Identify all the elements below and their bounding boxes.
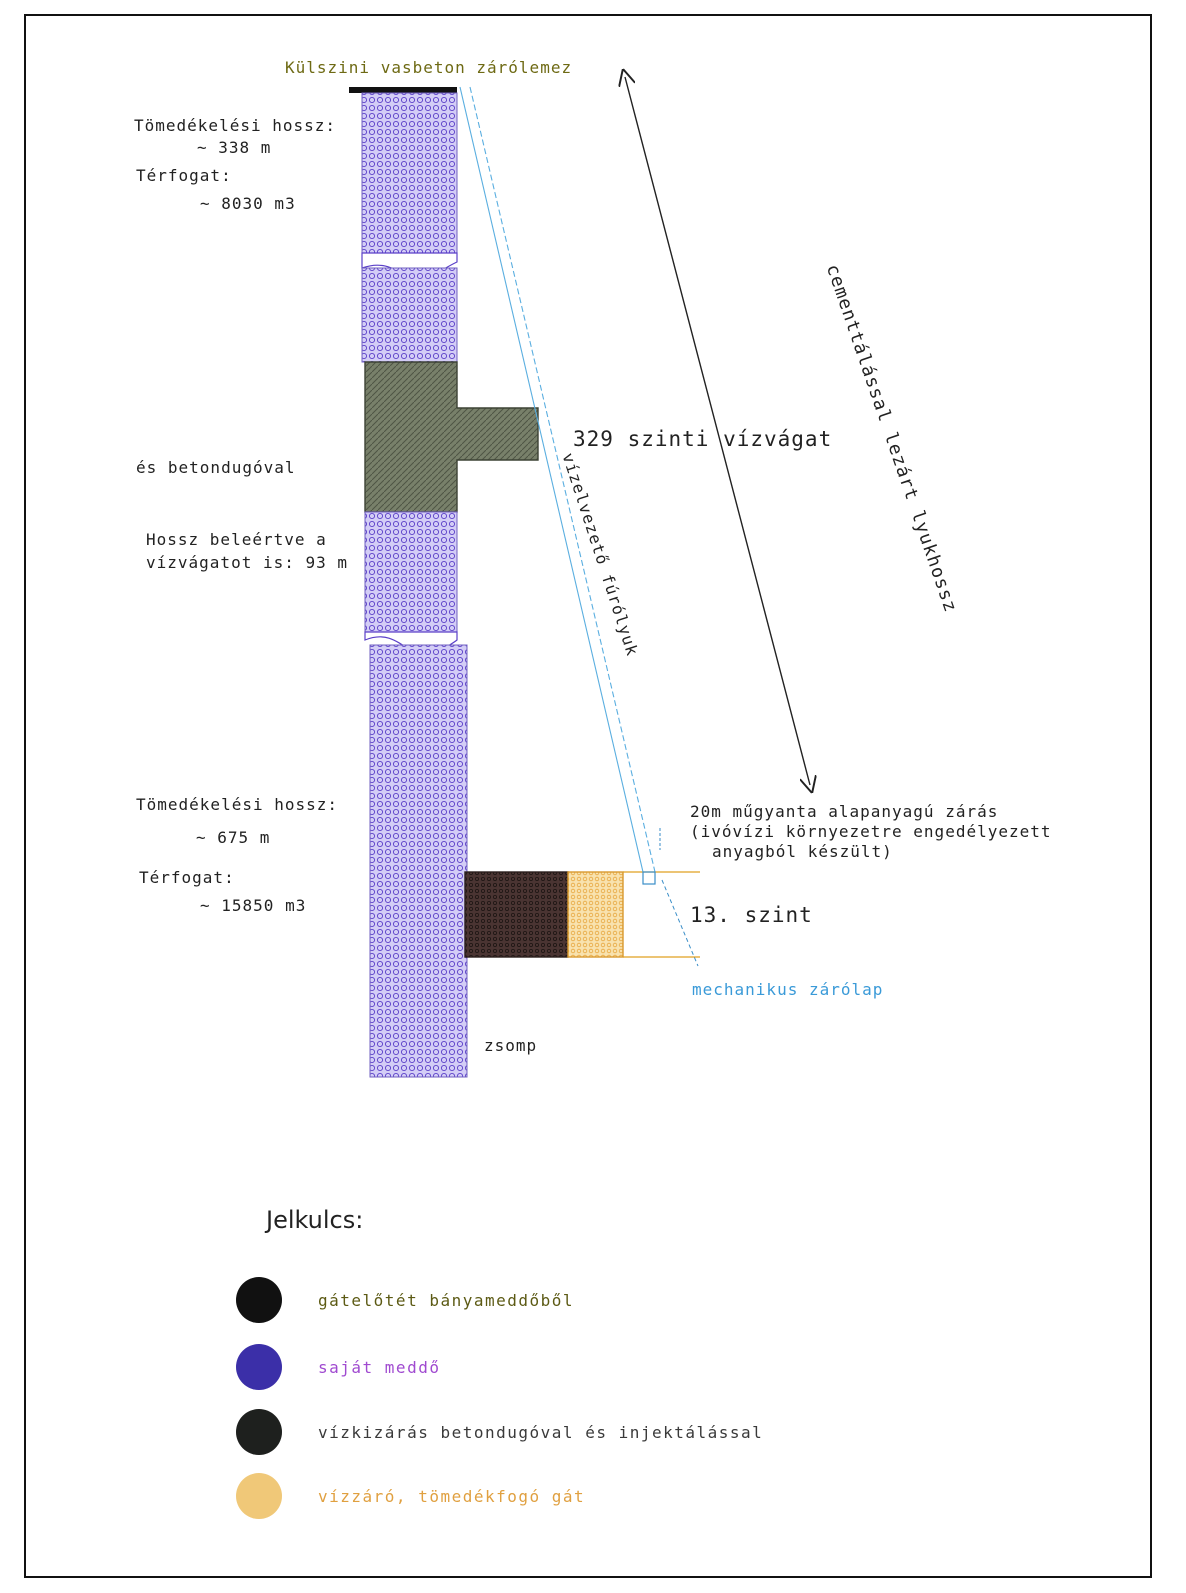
length-note-line1: Hossz beleértve a [146, 530, 327, 549]
top-closure-plate [349, 87, 457, 93]
drill-hole-line-2 [469, 86, 656, 873]
legend-label: vízzáró, tömedékfogó gát [318, 1486, 586, 1506]
lower-volume-value: ~ 15850 m3 [200, 896, 307, 915]
plug-note: és betondugóval [136, 458, 296, 477]
drawing-frame [24, 14, 1152, 1578]
drill-hole-end [642, 871, 656, 885]
resin-note-line2: (ivóvízi környezetre engedélyezett [690, 822, 1052, 841]
sump-label: zsomp [484, 1036, 538, 1055]
concrete-plug [364, 361, 539, 513]
mech-plate-label: mechanikus zárólap [692, 980, 884, 999]
upper-fill-length-value: ~ 338 m [197, 138, 272, 157]
upper-fill-length-label: Tömedékelési hossz: [134, 116, 337, 135]
upper-volume-label: Térfogat: [136, 166, 232, 185]
dam-block-yellow [567, 871, 624, 958]
cement-length-arrow [625, 77, 810, 785]
legend-dot-yellow [236, 1473, 282, 1519]
dam-block-dark [464, 871, 569, 958]
legend-title: Jelkulcs: [266, 1206, 364, 1234]
lower-fill-length-label: Tömedékelési hossz: [136, 795, 339, 814]
lower-fill-length-value: ~ 675 m [196, 828, 271, 847]
shaft-middle [364, 511, 458, 633]
shaft-upper [361, 92, 458, 254]
level-13-label: 13. szint [690, 903, 813, 927]
resin-note-line1: 20m műgyanta alapanyagú zárás [690, 802, 999, 821]
legend-label: vízkizárás betondugóval és injektálással [318, 1422, 764, 1442]
legend-dot-purple [236, 1344, 282, 1390]
top-plate-label: Külszini vasbeton zárólemez [285, 58, 573, 77]
legend-item-concrete-plug: vízkizárás betondugóval és injektálással [236, 1408, 763, 1456]
mech-plate-pointer [661, 879, 699, 967]
shaft-lower [369, 644, 468, 1078]
level-329-label: 329 szinti vízvágat [573, 427, 833, 451]
legend-label: gátelőtét bányameddőből [318, 1290, 575, 1310]
resin-note-line3: anyagból készült) [712, 842, 893, 861]
legend-item-mine-waste: gátelőtét bányameddőből [236, 1276, 574, 1324]
upper-volume-value: ~ 8030 m3 [200, 194, 296, 213]
legend-item-dam: vízzáró, tömedékfogó gát [236, 1472, 585, 1520]
legend-dot-black [236, 1277, 282, 1323]
legend-label: saját meddő [318, 1357, 441, 1377]
shaft-upper-2 [361, 267, 458, 363]
drill-hole-line-1 [459, 86, 644, 873]
legend-dot-dark [236, 1409, 282, 1455]
length-note-line2: vízvágatot is: 93 m [146, 553, 349, 572]
legend-item-own-waste: saját meddő [236, 1343, 440, 1391]
lower-volume-label: Térfogat: [139, 868, 235, 887]
